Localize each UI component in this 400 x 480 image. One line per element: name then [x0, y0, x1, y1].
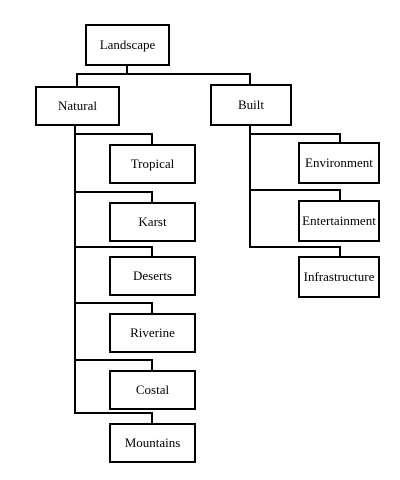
node-entertainment: Entertainment	[298, 200, 380, 242]
node-infrastructure: Infrastructure	[298, 256, 380, 298]
node-tropical: Tropical	[109, 144, 196, 184]
node-mountains: Mountains	[109, 423, 196, 463]
node-environment: Environment	[298, 142, 380, 184]
node-deserts: Deserts	[109, 256, 196, 296]
node-built: Built	[210, 84, 292, 126]
node-natural: Natural	[35, 86, 120, 126]
node-costal: Costal	[109, 370, 196, 410]
node-landscape: Landscape	[85, 24, 170, 66]
node-karst: Karst	[109, 202, 196, 242]
node-riverine: Riverine	[109, 313, 196, 353]
